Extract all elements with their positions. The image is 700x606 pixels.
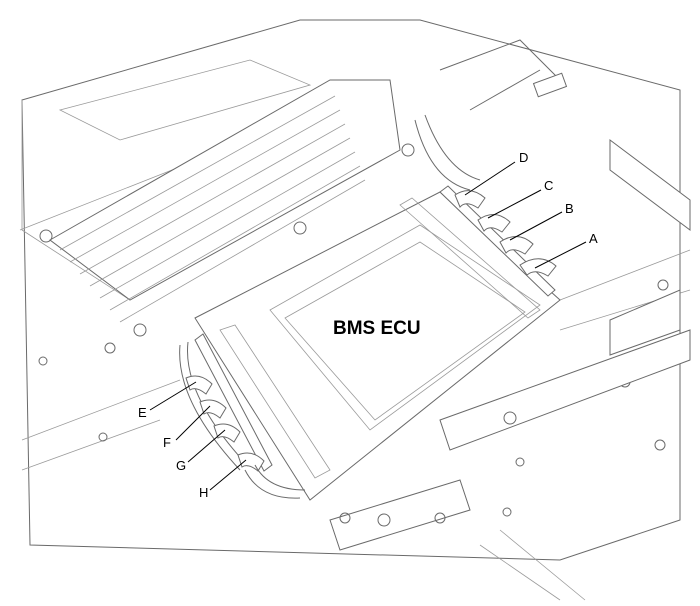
- leader-a: [534, 241, 587, 269]
- connector-f-plug: [199, 399, 227, 419]
- upper-wiring-harness: [401, 39, 568, 191]
- leader-c: [487, 189, 542, 219]
- leader-f: [175, 405, 211, 441]
- connector-e-plug: [185, 375, 213, 395]
- connector-h-plug: [237, 452, 265, 472]
- bms-ecu-module: [194, 191, 561, 501]
- battery-module-stack: [39, 79, 401, 354]
- right-side-rail: [559, 139, 691, 451]
- leader-e: [149, 381, 197, 411]
- callout-e: E: [138, 405, 147, 420]
- connector-a-plug: [519, 258, 557, 277]
- right-connector-bank: [439, 185, 557, 297]
- connector-g-plug: [213, 423, 241, 443]
- connector-d-plug: [454, 190, 486, 209]
- connector-b-plug: [499, 236, 534, 255]
- leader-lines: [149, 161, 587, 491]
- callout-h: H: [199, 485, 208, 500]
- leader-h: [209, 459, 247, 491]
- callout-d: D: [519, 150, 528, 165]
- left-connector-bank: [179, 333, 306, 499]
- callout-f: F: [163, 435, 171, 450]
- leader-g: [187, 429, 226, 463]
- leader-b: [509, 211, 563, 241]
- callout-b: B: [565, 201, 574, 216]
- callout-g: G: [176, 458, 186, 473]
- callout-c: C: [544, 178, 553, 193]
- connector-c-plug: [477, 214, 511, 233]
- leader-d: [464, 161, 516, 196]
- lower-frame: [21, 329, 691, 601]
- callout-a: A: [589, 231, 598, 246]
- component-label: BMS ECU: [333, 318, 421, 339]
